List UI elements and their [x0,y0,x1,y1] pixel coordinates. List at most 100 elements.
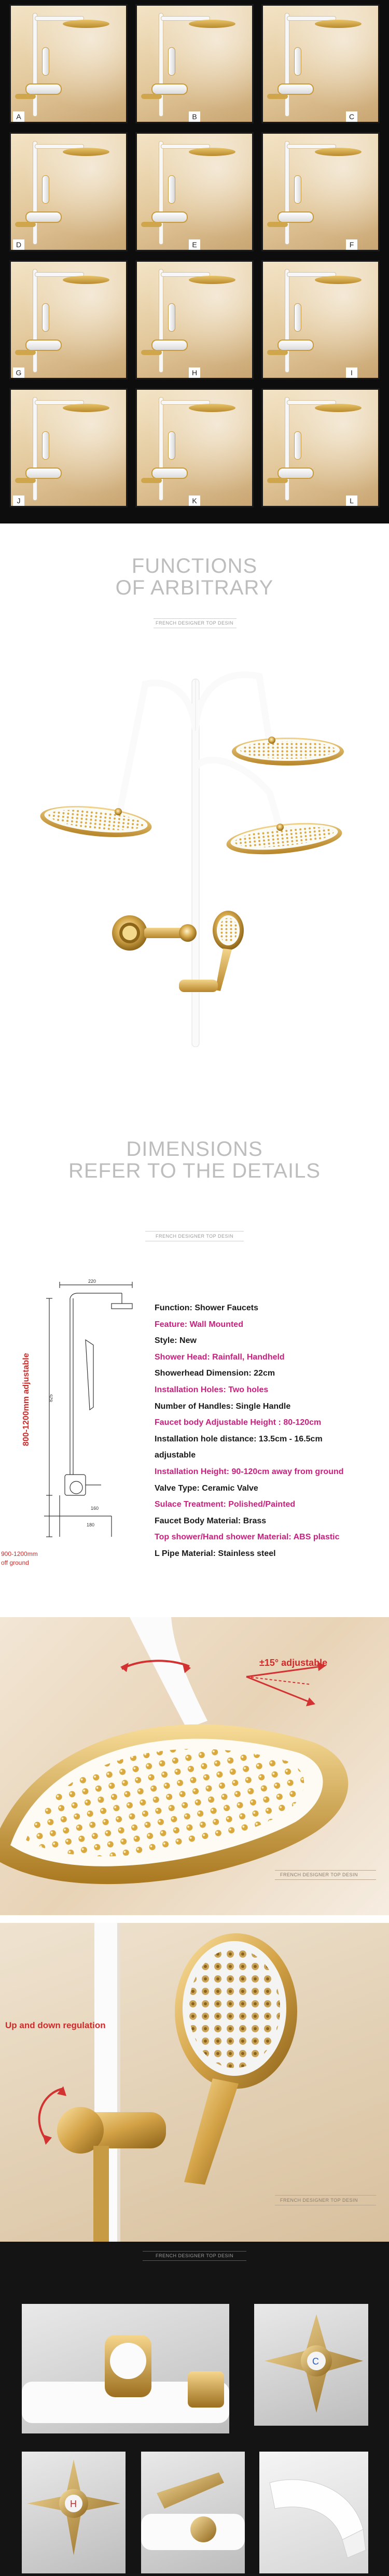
tub-spout [267,478,288,483]
detail-tile-lever [141,2452,245,2573]
vertical-pipe [159,13,163,117]
hand-shower [294,303,301,332]
drawing-width-label: 220 [88,1279,96,1284]
variant-label: D [13,239,24,250]
functions-title-line-2: OF ARBITRARY [115,576,274,599]
adjust-angle-label: ±15° adjustable [259,1658,328,1668]
variant-label: I [346,367,357,378]
shower-arm [161,272,210,277]
variant-label: A [13,111,24,122]
shower-arm [287,272,336,277]
variant-label: K [189,496,200,506]
spec-line: Function: Shower Faucets [155,1304,259,1312]
hand-shower [168,175,175,204]
variant-label: J [13,496,24,506]
dimensions-subtitle: FRENCH DESIGNER TOP DESIN [155,1234,234,1239]
variant-label: G [13,367,24,378]
details-credit-line-bottom [143,2260,246,2261]
variant-label: E [189,239,200,250]
variant-tile-a[interactable]: A [9,4,128,123]
hand-shower-photo: Up and down regulation FRENCH DESIGNER T… [0,1923,389,2242]
tub-spout [15,94,36,99]
mixer-valve [277,339,314,351]
vertical-pipe [33,13,37,117]
mixer-valve [277,83,314,95]
spec-line: Showerhead Dimension: 22cm [155,1369,275,1378]
top-shower-photo: ±15° adjustable FRENCH DESIGNER TOP DESI… [0,1617,389,1915]
vertical-pipe [285,269,289,373]
shower-head [189,148,235,156]
detail-collage: FRENCH DESIGNER TOP DESIN C H [0,2242,389,2576]
variant-grid: A B C D E F G H I J K L [0,0,389,523]
details-credit: FRENCH DESIGNER TOP DESIN [155,2253,234,2258]
tub-spout [15,350,36,355]
vertical-pipe [33,269,37,373]
spec-line: Installation hole distance: 13.5cm - 16.… [155,1434,323,1443]
shower-arm [287,16,336,21]
variant-tile-b[interactable]: B [135,4,254,123]
spec-line: adjustable [155,1451,196,1460]
shower-head [315,148,362,156]
top-shower-credit-line-bottom [275,1879,376,1880]
variant-label: C [346,111,357,122]
variant-tile-l[interactable]: L [261,388,380,507]
spec-line: L Pipe Material: Stainless steel [155,1549,276,1558]
variant-tile-g[interactable]: G [9,260,128,379]
vertical-pipe [33,397,37,501]
variant-label: H [189,367,200,378]
tub-spout [15,478,36,483]
svg-text:C: C [312,2356,319,2367]
hand-shower-credit: FRENCH DESIGNER TOP DESIN [280,2198,358,2203]
drawing-height-label: 825 [48,1394,53,1402]
variant-tile-i[interactable]: I [261,260,380,379]
hand-shower [42,431,49,460]
mixer-valve [25,339,62,351]
drawing-spacing-label: 160 [91,1506,99,1511]
hand-shower-illustration [38,1923,297,2242]
vertical-pipe [33,141,37,245]
hand-shower [168,303,175,332]
spec-line: Faucet Body Material: Brass [155,1516,267,1525]
svg-text:H: H [70,2499,77,2509]
detail-tile-handle-hot: H [22,2452,126,2573]
hand-shower [168,47,175,76]
shower-arm [161,16,210,21]
shower-arm [287,400,336,405]
shower-head [315,276,362,284]
variant-tile-j[interactable]: J [9,388,128,507]
shower-arm [35,272,84,277]
hand-shower-credit-line-top [275,2195,376,2196]
variant-tile-d[interactable]: D [9,132,128,251]
top-shower-credit: FRENCH DESIGNER TOP DESIN [280,1872,358,1877]
mixer-valve [151,83,188,95]
details-credit-line-top [143,2251,246,2252]
tub-spout [267,222,288,227]
shower-head [189,276,235,284]
shower-head [63,404,109,412]
tub-spout [267,94,288,99]
variant-tile-c[interactable]: C [261,4,380,123]
hand-shower [294,175,301,204]
hand-shower [294,47,301,76]
vertical-pipe [159,141,163,245]
shower-arm [287,144,336,149]
mixer-valve [25,211,62,223]
vertical-pipe [285,141,289,245]
functions-divider-top [154,618,237,619]
spec-line: Sulace Treatment: Polished/Painted [155,1500,296,1509]
tub-spout [141,222,162,227]
hand-shower [294,431,301,460]
variant-tile-f[interactable]: F [261,132,380,251]
tub-spout [141,478,162,483]
top-shower-credit-line-top [275,1870,376,1871]
variant-tile-h[interactable]: H [135,260,254,379]
variant-tile-e[interactable]: E [135,132,254,251]
spec-line: Installation Holes: Two holes [155,1385,269,1394]
variant-tile-k[interactable]: K [135,388,254,507]
mixer-valve [25,468,62,479]
hand-shower [179,911,244,992]
hand-shower [168,431,175,460]
tub-spout [141,94,162,99]
shower-set-illustration [40,671,344,1047]
